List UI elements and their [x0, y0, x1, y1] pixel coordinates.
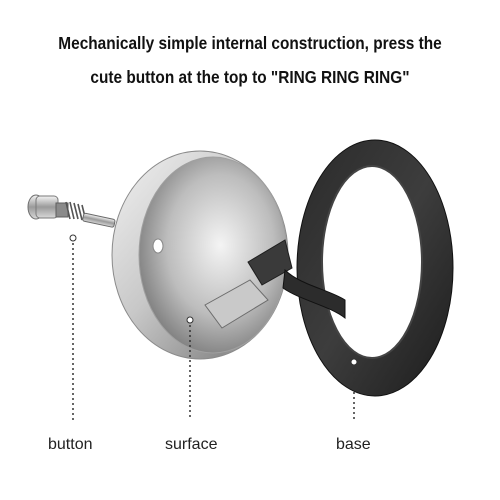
headline: Mechanically simple internal constructio… — [30, 26, 470, 94]
base-callout — [350, 358, 358, 420]
surface-label: surface — [165, 436, 218, 453]
surface-part — [111, 150, 293, 360]
button-label: button — [48, 436, 93, 453]
base-label: base — [336, 436, 371, 453]
base-part — [282, 139, 454, 397]
headline-line-1: Mechanically simple internal constructio… — [58, 33, 442, 53]
headline-line-2: cute button at the top to "RING RING RIN… — [90, 67, 410, 87]
button-part — [27, 194, 116, 228]
surface-callout — [186, 316, 194, 420]
button-callout — [69, 234, 77, 420]
